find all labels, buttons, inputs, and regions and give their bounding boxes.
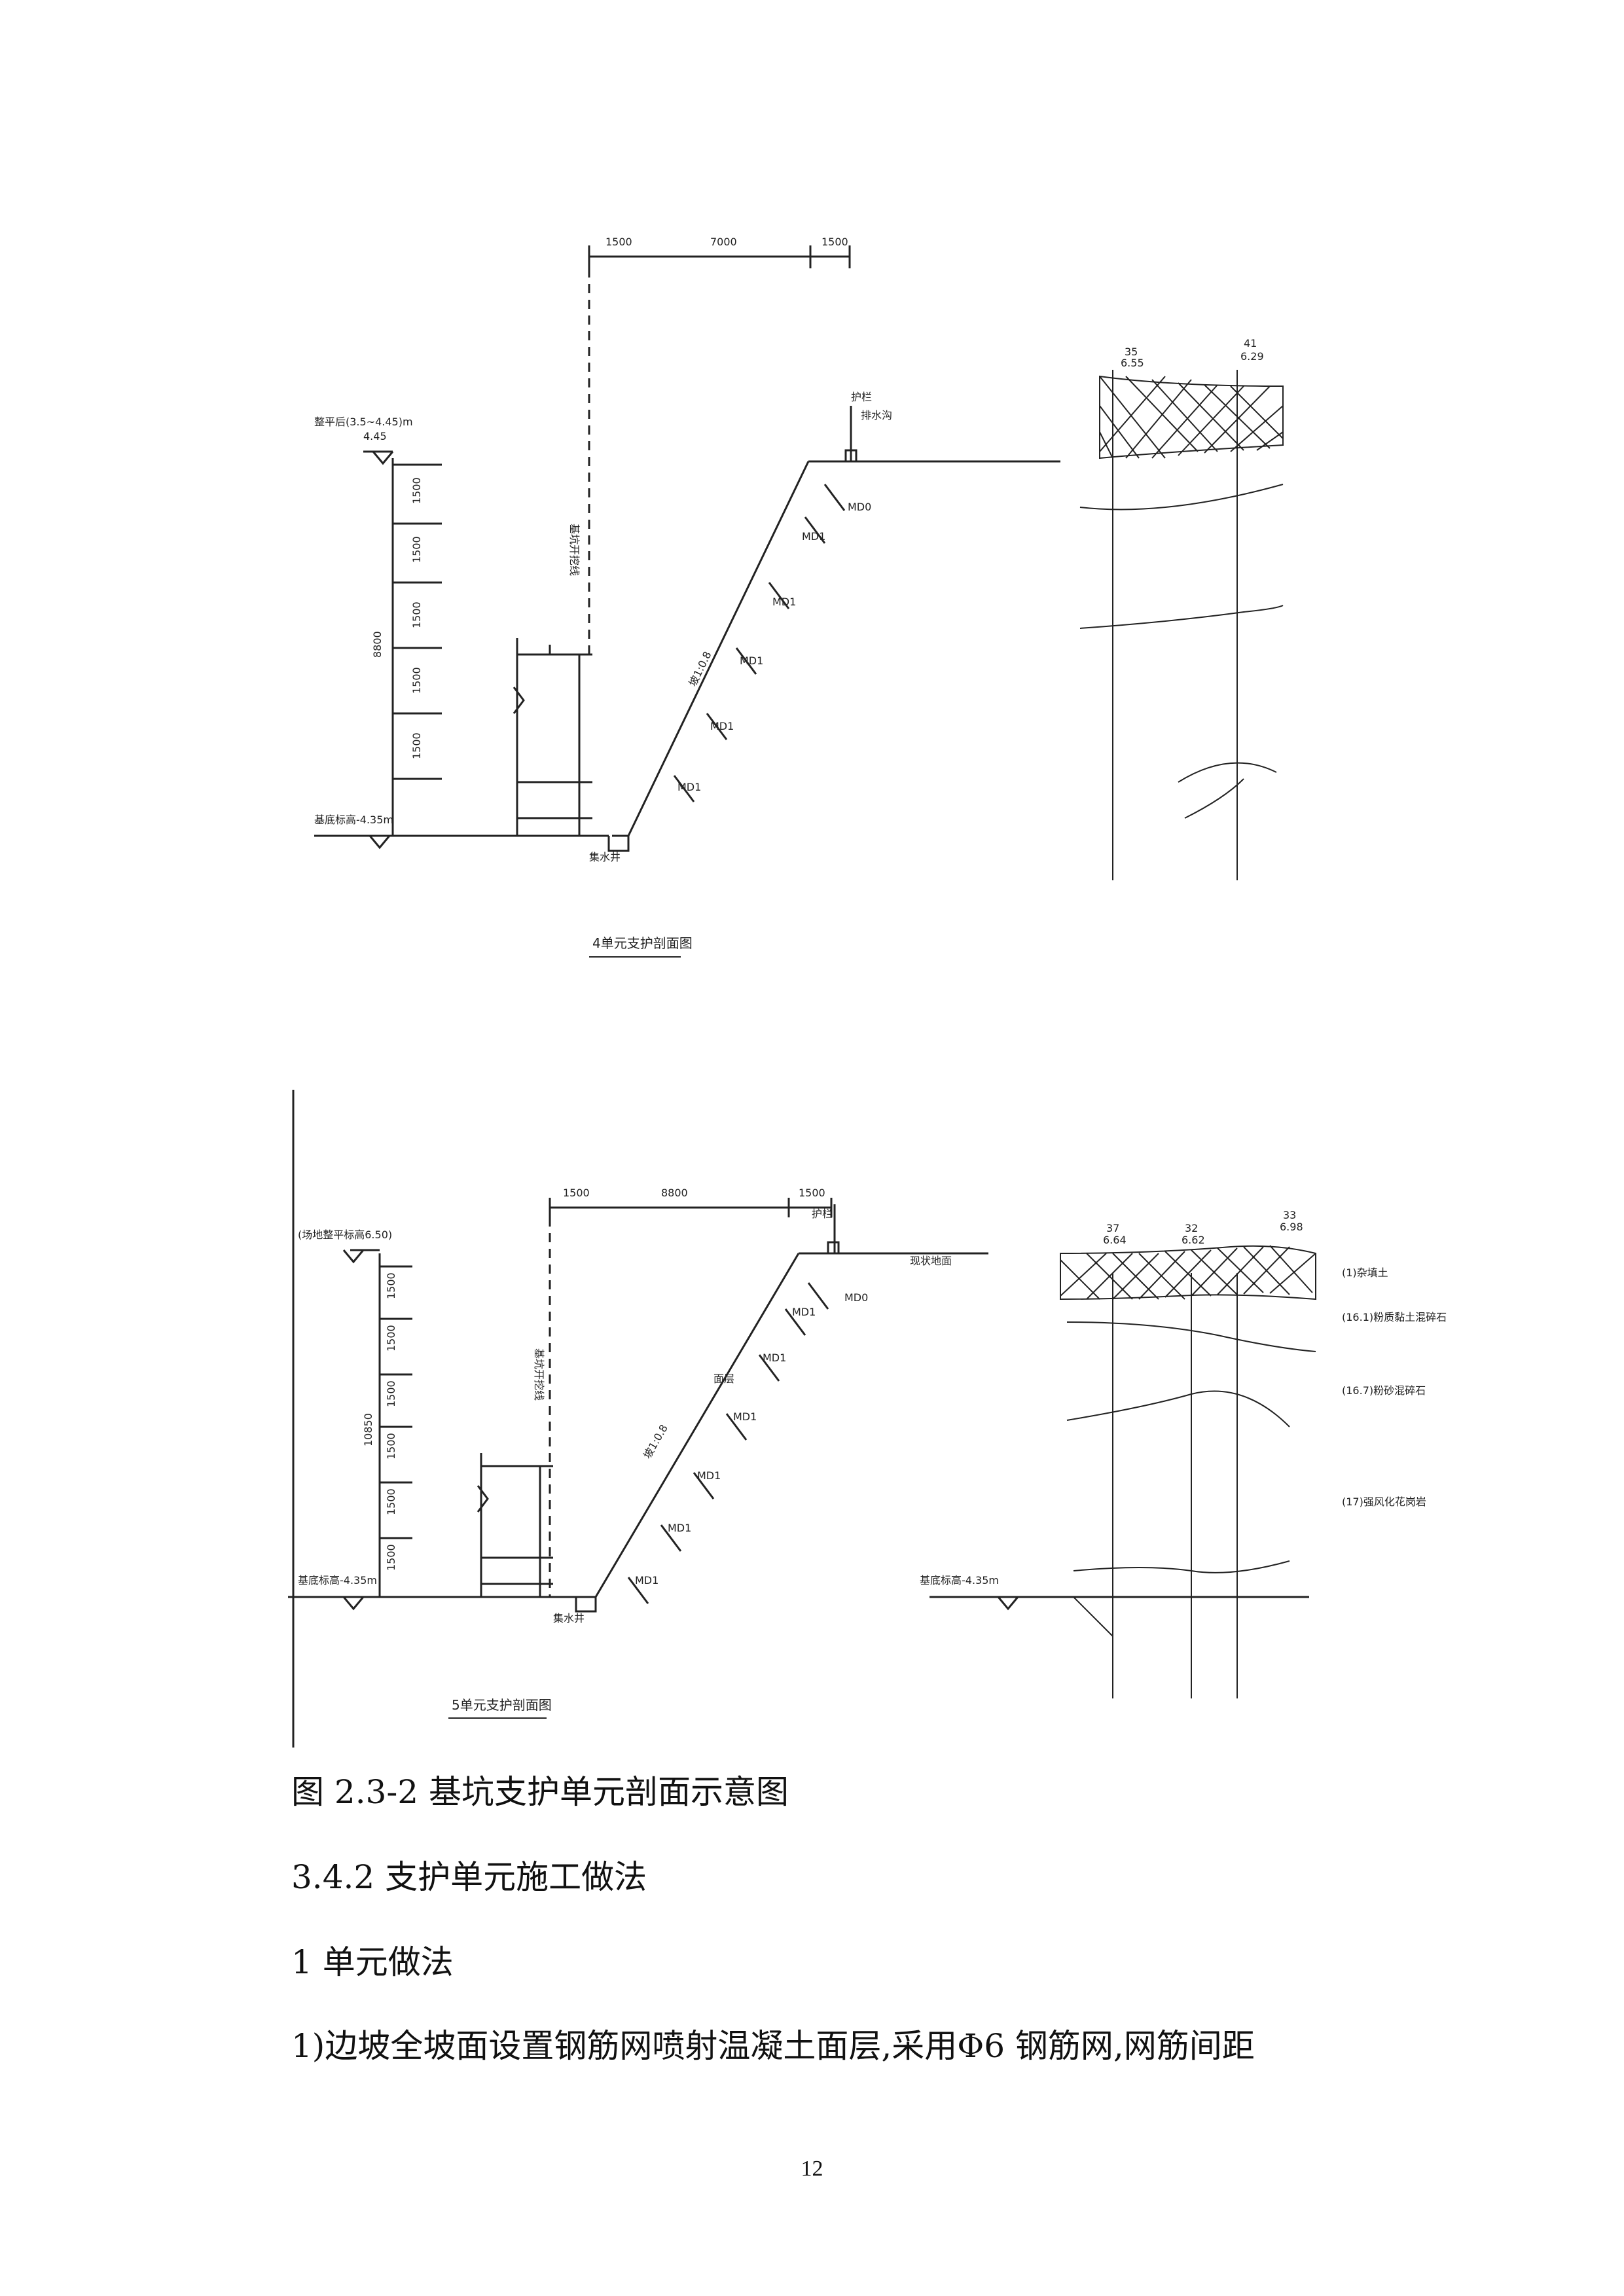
fig2-seg-3: 1500 [385,1380,397,1407]
fig2-ground-label: 现状地面 [910,1255,952,1267]
fig2-seg-5: 1500 [385,1488,397,1515]
fig2-anchor-4: MD1 [697,1469,721,1482]
fig1-drain-bottom: 集水井 [589,851,621,863]
fig1-redline-label: 基坑开挖线 [568,524,581,576]
fig2-total-height: 10850 [362,1413,374,1446]
fig2-seg-1: 1500 [385,1272,397,1299]
fig1-seg-1: 1500 [410,477,423,504]
fig2-stratum-3: (16.7)粉砂混碎石 [1342,1384,1426,1397]
fig2-borehole-1-elev: 6.64 [1103,1234,1127,1246]
fig2-borehole-log [1060,1245,1316,1698]
fig2-borehole-2-elev: 6.62 [1182,1234,1205,1246]
fig2-slope [579,1253,800,1598]
fig1-elev-top-value: 4.45 [363,430,387,442]
fig1-seg-3: 1500 [410,601,423,628]
fig2-side-label: 护栏 [812,1208,833,1220]
fig2-stratum-4: (17)强风化花岗岩 [1342,1496,1426,1508]
fig1-drain-top: 排水沟 [861,409,892,422]
fig2-mesh-label: 面层 [713,1372,734,1385]
fig1-borehole-1-id: 35 [1125,346,1138,358]
fig2-borehole-1-id: 37 [1106,1222,1119,1234]
fig2-dim-1: 1500 [563,1187,590,1199]
fig1-seg-5: 1500 [410,732,423,759]
figure-caption: 图 2.3-2 基坑支护单元剖面示意图 [291,1773,789,1811]
fig1-anchor-3: MD1 [740,655,763,667]
fig1-anchor-1: MD1 [802,530,825,543]
fig1-slope [612,461,810,837]
fig2-anchor-2: MD1 [763,1352,786,1364]
sub-heading: 1 单元做法 [291,1943,454,1981]
fig2-anchor-1: MD1 [792,1306,816,1318]
fig1-borehole-1-elev: 6.55 [1121,357,1144,369]
fig1-borehole-log [1079,370,1284,880]
fig1-anchor-5: MD1 [677,781,701,793]
fig2-stratum-1: (1)杂填土 [1342,1266,1388,1279]
fig2-drain-bottom: 集水井 [553,1612,585,1624]
fig2-borehole-3-id: 33 [1283,1209,1296,1221]
fig2-borehole-3-elev: 6.98 [1280,1221,1303,1233]
fig1-borehole-2-elev: 6.29 [1240,350,1264,363]
fig1-anchor-2: MD1 [772,596,796,608]
fig1-anchor-4: MD1 [710,720,734,732]
fig2-title: 5单元支护剖面图 [452,1697,552,1713]
fig2-anchor-0: MD0 [844,1291,868,1304]
fig2-anchor-3: MD1 [733,1410,757,1423]
paragraph-line: 1)边坡全坡面设置钢筋网喷射温凝土面层,采用Φ6 钢筋网,网筋间距 [291,2027,1255,2065]
fig1-slope-ratio: 坡1:0.8 [687,649,714,689]
fig1-dim-1: 1500 [605,236,632,248]
section-heading: 3.4.2 支护单元施工做法 [291,1858,647,1896]
figure-2-section [288,1090,1316,1748]
fig2-redline-label: 基坑开挖线 [533,1348,545,1401]
page-number: 12 [801,2157,823,2181]
fig2-stratum-2: (16.1)粉质黏土混碎石 [1342,1311,1447,1323]
fig1-elev-bottom-label: 基底标高-4.35m [314,814,393,826]
fig2-dim-3: 1500 [799,1187,825,1199]
fig1-dim-3: 1500 [821,236,848,248]
fig2-seg-2: 1500 [385,1325,397,1352]
fig1-dim-2: 7000 [710,236,737,248]
fig2-anchor-5: MD1 [668,1522,691,1534]
fig2-seg-6: 1500 [385,1544,397,1571]
fig2-anchor-6: MD1 [635,1574,659,1587]
fig1-side-label: 护栏 [851,391,872,403]
fig1-seg-2: 1500 [410,536,423,563]
fig1-drain-pit [607,836,630,852]
fig2-borehole-2-id: 32 [1185,1222,1198,1234]
figure-1-section [314,245,1284,880]
fig1-drain-ditch [844,449,857,463]
fig2-elev-top-label: (场地整平标高6.50) [298,1229,392,1241]
fig1-elev-top-label: 整平后(3.5~4.45)m [314,416,413,428]
fig1-title: 4单元支护剖面图 [592,935,693,951]
fig2-seg-4: 1500 [385,1433,397,1460]
fig1-seg-4: 1500 [410,667,423,694]
fig2-elev-bottom-label-right: 基底标高-4.35m [920,1574,999,1587]
fig2-slope-ratio: 坡1:0.8 [641,1422,670,1461]
fig2-elev-bottom-label: 基底标高-4.35m [298,1574,377,1587]
fig1-total-height: 8800 [371,631,384,658]
fig1-anchor-0: MD0 [848,501,871,513]
drawing-area: 1500 7000 1500 整平后(3.5~4.45)m 4.45 基底标高-… [288,236,1447,1748]
fig2-dim-2: 8800 [661,1187,688,1199]
fig1-borehole-2-id: 41 [1244,337,1257,350]
